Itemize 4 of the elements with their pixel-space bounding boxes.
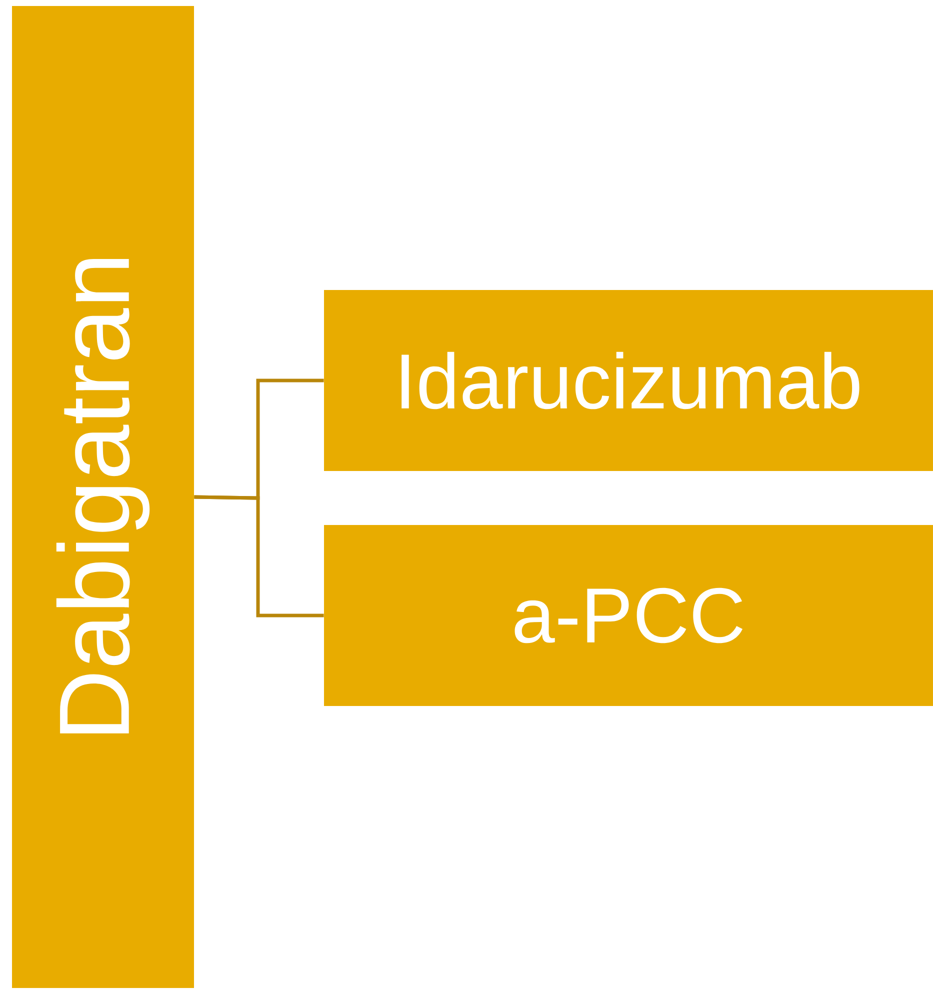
connector [194,495,324,618]
rotated-box: Dabigatran [12,6,194,988]
process-box: Idarucizumab [324,290,933,471]
process-box: a-PCC [324,525,933,706]
